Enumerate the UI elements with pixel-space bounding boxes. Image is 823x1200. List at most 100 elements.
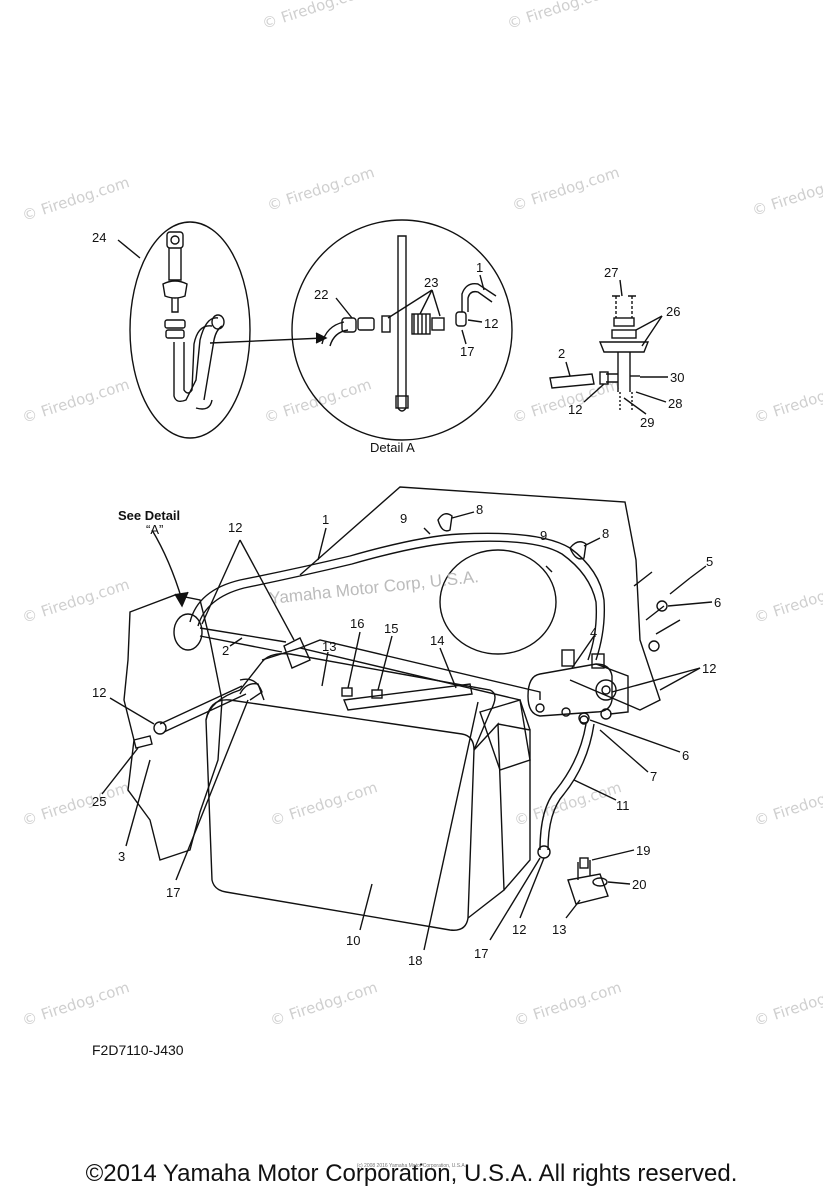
clamp-8-b — [569, 541, 587, 560]
callout-6-a: 6 — [714, 595, 721, 610]
hatch-opening — [439, 549, 557, 655]
leader-12-right-main-a — [611, 667, 701, 693]
leader-12-right-main-b — [659, 667, 701, 691]
tank-neck-center — [283, 637, 311, 669]
leader-26 — [635, 315, 663, 331]
callout-25: 25 — [92, 794, 106, 809]
diagram-code: F2D7110-J430 — [92, 1042, 184, 1058]
callout-17-left: 17 — [166, 885, 180, 900]
detail-ellipse-24 — [129, 221, 251, 439]
leader-6-a — [667, 601, 713, 607]
detail-a-circle — [291, 219, 513, 441]
leader-11 — [573, 779, 617, 801]
bolt-19 — [579, 857, 589, 869]
leader-23 — [387, 289, 433, 319]
fitting-left-elbow — [239, 678, 263, 701]
washer-6-c — [578, 712, 590, 724]
bolt-25 — [133, 735, 153, 749]
callout-12-top: 12 — [228, 520, 242, 535]
callout-2-main: 2 — [222, 643, 229, 658]
callout-13-bottom: 13 — [552, 922, 566, 937]
callout-1-main: 1 — [322, 512, 329, 527]
leader-15 — [377, 635, 393, 691]
leader-1-detail — [479, 274, 485, 291]
bolt-9-a — [423, 527, 431, 535]
leader-6-b — [589, 719, 681, 753]
callout-2-right: 2 — [558, 346, 565, 361]
callout-1-detail: 1 — [476, 260, 483, 275]
copyright-notice: ©2014 Yamaha Motor Corporation, U.S.A. A… — [85, 1160, 738, 1187]
leader-17-detail — [461, 329, 467, 345]
callout-16: 16 — [350, 616, 364, 631]
clamp-12-bottom — [537, 845, 551, 859]
hose-1-inner — [197, 540, 598, 661]
leader-24 — [117, 239, 141, 259]
callout-6-b: 6 — [682, 748, 689, 763]
bolt-9-b — [545, 565, 553, 573]
callout-3: 3 — [118, 849, 125, 864]
leader-8-a — [451, 511, 475, 519]
callout-7: 7 — [650, 769, 657, 784]
hose-2 — [199, 627, 287, 653]
callout-12-left: 12 — [92, 685, 106, 700]
leader-10 — [359, 883, 373, 931]
detail-a-parts — [321, 235, 497, 412]
callout-26: 26 — [666, 304, 680, 319]
see-detail-label-a: “A” — [146, 522, 163, 537]
leader-12-left — [109, 697, 155, 725]
detail-arrowhead — [315, 332, 328, 344]
strap-14 — [343, 683, 473, 711]
leader-2-main — [229, 637, 243, 647]
callout-17-bottom: 17 — [474, 946, 488, 961]
leader-29 — [623, 397, 647, 415]
hose-left — [159, 685, 247, 733]
inner-watermark: Yamaha Motor Corp, U.S.A. — [268, 567, 479, 608]
callout-30: 30 — [670, 370, 684, 385]
callout-27: 27 — [604, 265, 618, 280]
callout-15: 15 — [384, 621, 398, 636]
leader-12-top-b — [239, 539, 295, 641]
see-detail-arrowhead — [174, 591, 189, 608]
tank-right-side — [467, 722, 505, 919]
leader-26b — [641, 315, 663, 347]
callout-18: 18 — [408, 953, 422, 968]
leader-12-top-a — [201, 539, 241, 625]
callout-12-right-main: 12 — [702, 661, 716, 676]
leader-22 — [335, 297, 353, 319]
tank-strap — [261, 639, 541, 731]
detail-arrow — [209, 337, 325, 344]
washer-20 — [592, 877, 608, 887]
leader-12-right — [583, 383, 605, 403]
tank-top — [205, 652, 496, 751]
callout-12-right: 12 — [568, 402, 582, 417]
hose-11 — [539, 723, 595, 851]
leader-19 — [591, 849, 635, 861]
leader-25 — [101, 747, 139, 795]
bracket-13-bottom — [567, 860, 609, 905]
fitting-15 — [371, 689, 383, 699]
bolts-5 — [633, 571, 691, 635]
callout-9-a: 9 — [400, 511, 407, 526]
callout-12-detail: 12 — [484, 316, 498, 331]
washer-6-a — [656, 600, 668, 612]
callout-19: 19 — [636, 843, 650, 858]
detail-a-label: Detail A — [370, 440, 415, 455]
see-detail-arrow — [151, 529, 183, 601]
leader-13-top — [321, 651, 329, 687]
see-detail-label: See Detail — [118, 508, 180, 523]
leader-20 — [607, 881, 631, 885]
fitting-16 — [341, 687, 353, 697]
leader-12-bottom — [519, 857, 545, 919]
leader-17-left — [175, 699, 249, 881]
hose-1 — [189, 532, 606, 661]
callout-5: 5 — [706, 554, 713, 569]
leader-2-right — [565, 361, 571, 377]
leader-4 — [571, 635, 595, 669]
leader-17-bottom — [489, 857, 541, 941]
callout-8-b: 8 — [602, 526, 609, 541]
callout-28: 28 — [668, 396, 682, 411]
callout-24: 24 — [92, 230, 106, 245]
leader-16 — [347, 631, 361, 689]
